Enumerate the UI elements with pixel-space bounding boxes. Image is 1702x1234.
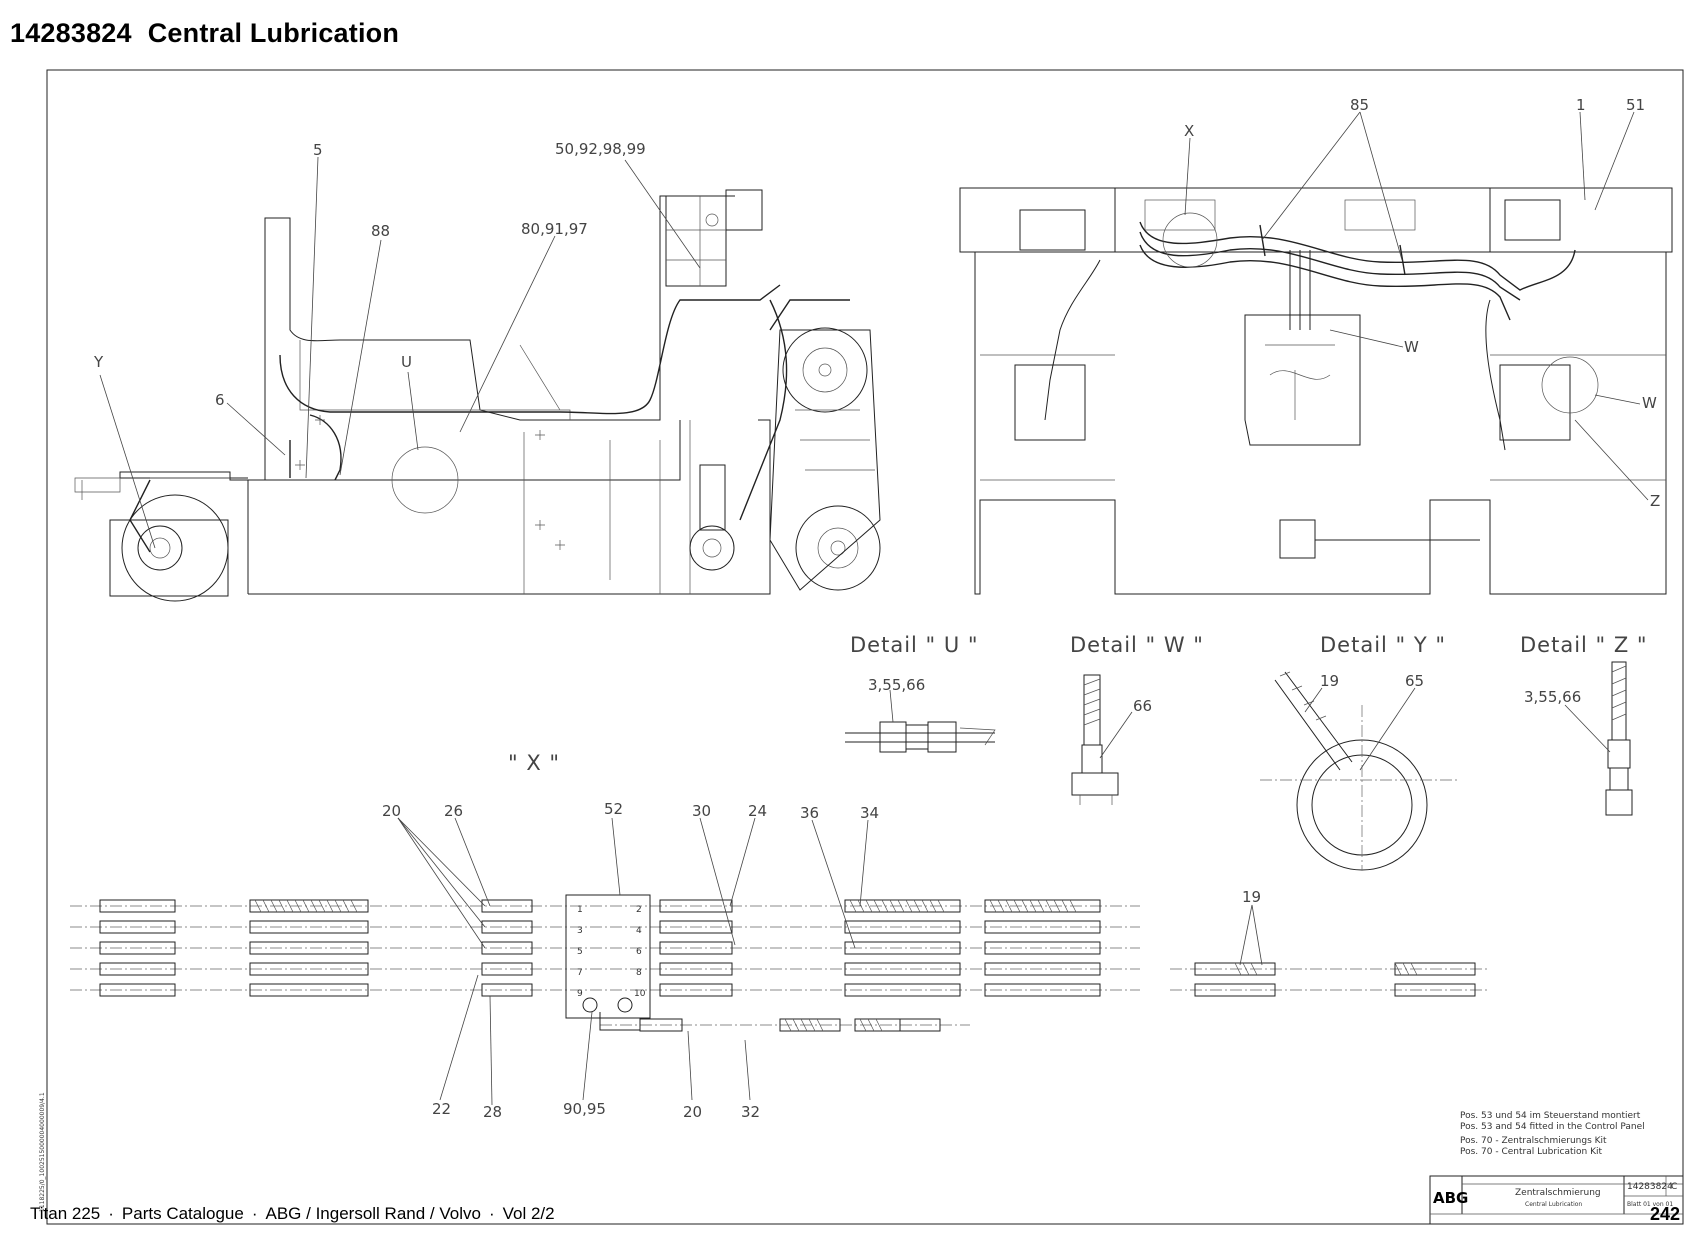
note-2: Pos. 53 and 54 fitted in the Control Pan…	[1460, 1122, 1645, 1132]
detail-y: Detail " Y " 19 65	[1260, 633, 1460, 871]
port-6: 6	[636, 947, 642, 957]
x-callout-19: 19	[1242, 888, 1261, 906]
footer-volume: Vol 2/2	[502, 1204, 555, 1223]
x-callout-24: 24	[748, 802, 767, 820]
title-block-drawing-no: 14283824	[1627, 1182, 1673, 1192]
title-text: Central Lubrication	[147, 18, 400, 48]
footer-catalogue: Parts Catalogue	[121, 1204, 244, 1223]
x-callout-90-95: 90,95	[563, 1100, 606, 1118]
footer-machine: Titan 225	[30, 1204, 101, 1223]
side-stamp: 1118225/0_1002515000004000009/4.1	[39, 1092, 46, 1212]
notes: Pos. 53 und 54 im Steuerstand montiert P…	[1460, 1111, 1645, 1157]
detail-z: Detail " Z " 3,55,66	[1520, 633, 1648, 816]
detail-w-title: Detail " W "	[1070, 633, 1204, 657]
detail-y-callout-19: 19	[1320, 672, 1339, 690]
port-10: 10	[634, 989, 646, 999]
side-view: 5 50,92,98,99 88 80,91,97 Y U 6	[74, 140, 881, 602]
detail-w-callout: 66	[1133, 697, 1152, 715]
x-callout-32: 32	[741, 1103, 760, 1121]
detail-u-title: Detail " U "	[850, 633, 979, 657]
callout-5: 5	[313, 141, 323, 159]
x-callout-36: 36	[800, 804, 819, 822]
port-1: 1	[577, 905, 583, 915]
port-9: 9	[577, 989, 583, 999]
callout-X: X	[1184, 122, 1194, 140]
port-5: 5	[577, 947, 583, 957]
note-1: Pos. 53 und 54 im Steuerstand montiert	[1460, 1111, 1641, 1121]
title-block-sheet: Blatt 01 von 01	[1627, 1201, 1673, 1208]
note-3: Pos. 70 - Zentralschmierungs Kit	[1460, 1136, 1607, 1146]
detail-w: Detail " W " 66	[1070, 633, 1204, 805]
page-number: 242	[1650, 1204, 1681, 1224]
x-callout-52: 52	[604, 800, 623, 818]
callout-80-91-97: 80,91,97	[521, 220, 588, 238]
title-block-revision: C	[1671, 1182, 1677, 1192]
rear-view: 85 1 51 X W W Z	[959, 96, 1673, 595]
detail-z-callout: 3,55,66	[1524, 688, 1581, 706]
x-callout-22: 22	[432, 1100, 451, 1118]
port-8: 8	[636, 968, 642, 978]
detail-u-callout: 3,55,66	[868, 676, 925, 694]
page-title: 14283824 Central Lubrication	[10, 18, 399, 49]
x-callout-30: 30	[692, 802, 711, 820]
footer-brands: ABG / Ingersoll Rand / Volvo	[265, 1204, 481, 1223]
title-block-name-en: Central Lubrication	[1525, 1201, 1582, 1208]
callout-88: 88	[371, 222, 390, 240]
callout-U: U	[401, 353, 412, 371]
detail-u: Detail " U " 3,55,66	[845, 633, 996, 753]
view-x: " X "	[70, 751, 1490, 1121]
callout-1: 1	[1576, 96, 1586, 114]
callout-85: 85	[1350, 96, 1369, 114]
title-block: ABG Zentralschmierung Central Lubricatio…	[1429, 1175, 1684, 1225]
part-number: 14283824	[10, 18, 132, 48]
callout-W-2: W	[1642, 394, 1657, 412]
callout-51: 51	[1626, 96, 1645, 114]
view-x-title: " X "	[508, 751, 560, 775]
x-callout-34: 34	[860, 804, 879, 822]
callout-50-92-98-99: 50,92,98,99	[555, 140, 646, 158]
x-callout-20-top: 20	[382, 802, 401, 820]
port-7: 7	[577, 968, 583, 978]
x-callout-20-bottom: 20	[683, 1103, 702, 1121]
detail-y-callout-65: 65	[1405, 672, 1424, 690]
hose-rows	[99, 899, 1476, 1032]
note-4: Pos. 70 - Central Lubrication Kit	[1460, 1147, 1603, 1157]
detail-y-title: Detail " Y "	[1320, 633, 1446, 657]
port-2: 2	[636, 905, 642, 915]
callout-6: 6	[215, 391, 225, 409]
distributor-ports-left: 1 3 5 7 9	[577, 905, 583, 999]
port-4: 4	[636, 926, 642, 936]
x-callout-26: 26	[444, 802, 463, 820]
footer: Titan 225·Parts Catalogue·ABG / Ingersol…	[30, 1204, 555, 1223]
callout-W-1: W	[1404, 338, 1419, 356]
abg-logo: ABG	[1433, 1189, 1468, 1207]
port-3: 3	[577, 926, 583, 936]
x-callout-28: 28	[483, 1103, 502, 1121]
distributor-ports-right: 2 4 6 8 10	[634, 905, 646, 999]
callout-Y: Y	[93, 353, 104, 371]
callout-Z: Z	[1650, 492, 1660, 510]
title-block-name-de: Zentralschmierung	[1515, 1188, 1601, 1198]
drawing-frame	[46, 69, 1684, 1225]
detail-z-title: Detail " Z "	[1520, 633, 1648, 657]
